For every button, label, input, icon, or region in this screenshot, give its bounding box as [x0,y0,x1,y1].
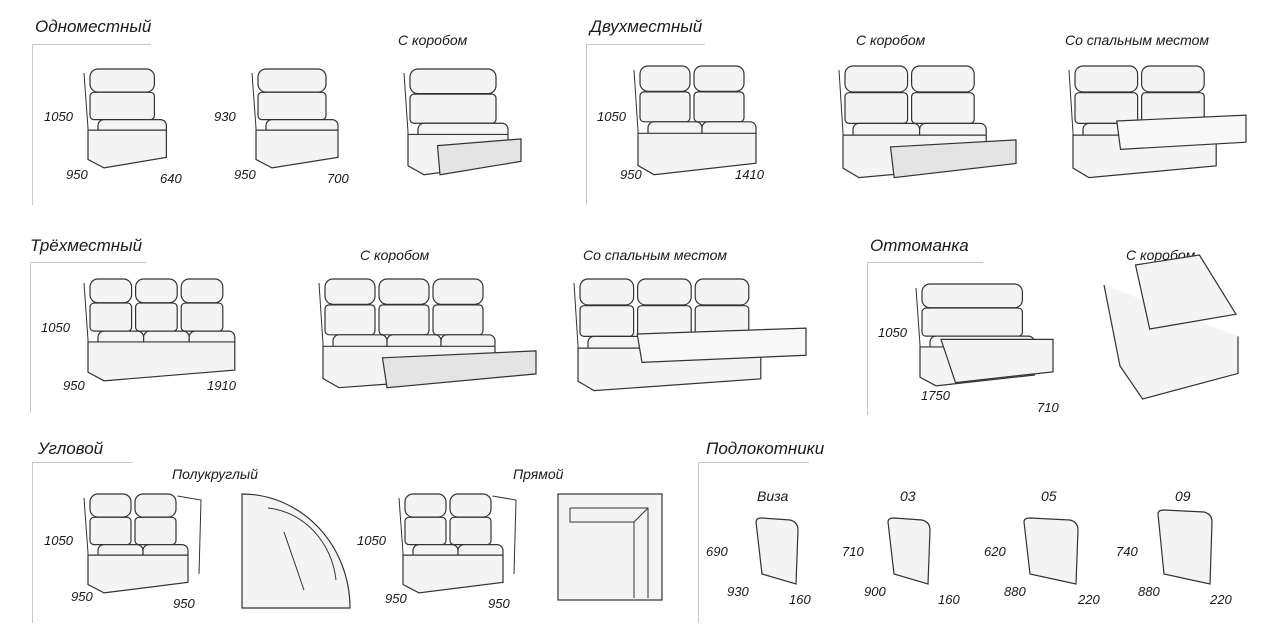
dim-height: 1050 [878,325,907,340]
subtitle-arm-viza: Виза [757,488,789,504]
sketch-drawing [398,493,517,594]
double-seat-module-bed [1065,62,1250,180]
armrest-viza [752,517,802,588]
dim-width: 220 [1078,592,1100,607]
single-seat-module-930 [248,65,348,170]
dim-height: 1050 [357,533,386,548]
subtitle-arm-05: 05 [1041,488,1057,504]
section-title-double: Двухместный [590,17,703,36]
sketch-drawing [83,278,236,382]
dim-width: 1410 [735,167,764,182]
section-title-triple: Трёхместный [30,236,143,255]
corner-straight-top-view [556,492,664,602]
dim-width: 640 [160,171,182,186]
subtitle-triple-bed: Со спальным местом [583,247,727,263]
sketch-drawing [403,68,522,176]
dim-width: 950 [173,596,195,611]
subtitle-corner-straight: Прямой [513,466,564,482]
dim-width: 950 [488,596,510,611]
section-title-ottoman: Оттоманка [870,236,969,255]
dim-depth: 950 [234,167,256,182]
dim-width: 160 [789,592,811,607]
sketch-drawing [1157,509,1213,585]
sketch-drawing [318,278,537,389]
dim-width: 1910 [207,378,236,393]
dim-height: 930 [214,109,236,124]
dim-depth: 930 [727,584,749,599]
section-title-corner: Угловой [38,439,104,458]
subtitle-arm-09: 09 [1175,488,1191,504]
double-seat-module [630,62,780,177]
armrest-05 [1020,517,1082,588]
triple-seat-module-box [315,275,540,390]
dim-height: 1050 [44,109,73,124]
dim-height: 740 [1116,544,1138,559]
dim-width: 710 [1037,400,1059,415]
dim-height: 710 [842,544,864,559]
subtitle-double-bed: Со спальным местом [1065,32,1209,48]
subtitle-triple-box: С коробом [360,247,430,263]
corner-module-straight [395,490,520,595]
sketch-drawing [755,517,799,585]
section-frame-triple [30,262,146,413]
sketch-drawing [251,68,339,169]
sketch-drawing [887,517,931,585]
sketch-drawing [1103,254,1239,400]
ottoman-module-box [1100,254,1242,403]
armrest-09 [1154,509,1216,588]
dim-depth: 950 [66,167,88,182]
subtitle-corner-round: Полукруглый [172,466,259,482]
triple-seat-module-bed [570,275,810,393]
sketch-drawing [83,493,202,594]
section-frame-armrests [698,462,809,623]
dim-depth: 950 [385,591,407,606]
dim-width: 700 [327,171,349,186]
single-seat-module-1050 [80,65,175,170]
section-frame-corner [32,462,133,623]
sketch-drawing [633,65,757,176]
sketch-drawing [1068,65,1247,179]
dim-depth: 950 [620,167,642,182]
dim-height: 690 [706,544,728,559]
dim-depth: 1750 [921,388,950,403]
sketch-drawing [1023,517,1079,585]
dim-height: 620 [984,544,1006,559]
dim-depth: 880 [1004,584,1026,599]
dim-depth: 950 [71,589,93,604]
dim-height: 1050 [597,109,626,124]
sketch-drawing [557,493,663,601]
ottoman-module [912,280,1057,388]
corner-round-top-view [240,492,352,610]
single-seat-module-box [400,65,525,177]
dim-height: 1050 [41,320,70,335]
section-title-single: Одноместный [35,17,152,36]
subtitle-single-box: С коробом [398,32,468,48]
double-seat-module-box [835,62,1020,180]
sketch-drawing [915,283,1054,387]
dim-depth: 900 [864,584,886,599]
corner-module-round [80,490,205,595]
section-frame-single [32,44,151,205]
dim-height: 1050 [44,533,73,548]
dim-depth: 950 [63,378,85,393]
subtitle-double-box: С коробом [856,32,926,48]
section-frame-ottoman [867,262,983,415]
dim-width: 220 [1210,592,1232,607]
section-frame-double [586,44,705,205]
armrest-03 [884,517,934,588]
dim-depth: 880 [1138,584,1160,599]
dim-width: 160 [938,592,960,607]
sketch-drawing [838,65,1017,179]
sketch-drawing [83,68,168,169]
triple-seat-module [80,275,270,383]
sketch-drawing [241,493,351,609]
sketch-drawing [573,278,807,392]
section-title-armrests: Подлокотники [706,439,825,458]
subtitle-arm-03: 03 [900,488,916,504]
